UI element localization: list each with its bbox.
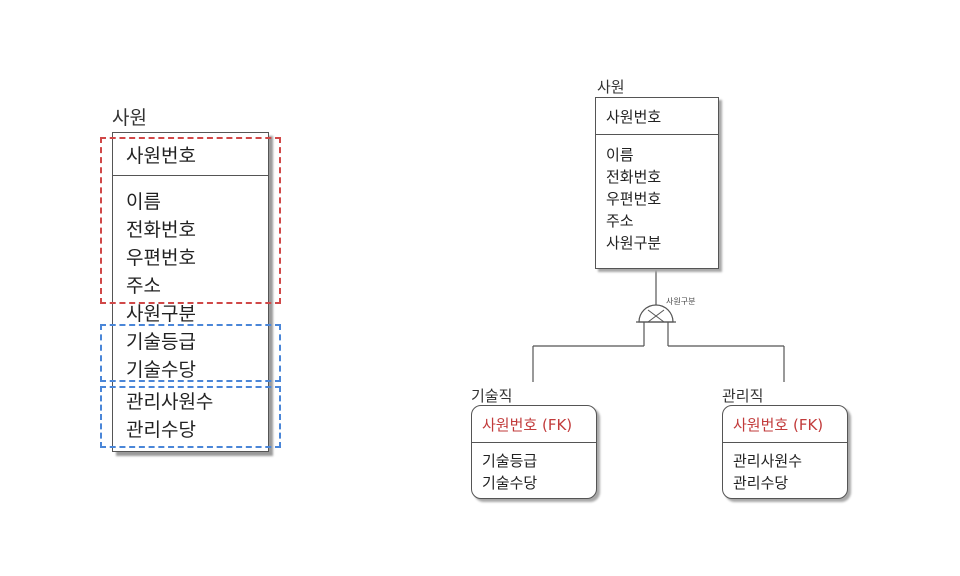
common-attributes-group <box>100 137 281 304</box>
subtype-tech-divider <box>472 442 596 443</box>
left-attr: 관리수당 <box>126 419 196 441</box>
left-entity-pk: 사원번호 <box>126 145 196 167</box>
subtype-manager-attr: 관리사원수 <box>733 452 803 470</box>
subtype-tech-fk: 사원번호 (FK) <box>482 416 573 434</box>
left-attr: 기술수당 <box>126 359 196 381</box>
left-attr: 기술등급 <box>126 331 196 353</box>
left-attr: 관리사원수 <box>126 391 214 413</box>
subtype-manager-attr: 관리수당 <box>733 474 789 492</box>
left-attr: 전화번호 <box>126 219 196 241</box>
subtype-tech-box: 사원번호 (FK) 기술등급 기술수당 <box>471 405 597 499</box>
left-entity-box: 사원번호 이름 전화번호 우편번호 주소 사원구분 기술등급 기술수당 관리사원… <box>112 132 269 452</box>
left-attr: 이름 <box>126 191 161 213</box>
supertype-pk: 사원번호 <box>606 108 662 126</box>
discriminator-label: 사원구분 <box>666 297 696 306</box>
supertype-attr: 이름 <box>606 146 634 164</box>
supertype-attr: 사원구분 <box>606 234 662 252</box>
manager-attributes-group <box>100 386 281 448</box>
left-attr: 주소 <box>126 275 161 297</box>
left-entity-title: 사원 <box>112 107 147 129</box>
subtype-tech-attr: 기술수당 <box>482 474 538 492</box>
subtype-manager-box: 사원번호 (FK) 관리사원수 관리수당 <box>722 405 848 499</box>
left-attr: 우편번호 <box>126 247 196 269</box>
supertype-attr: 주소 <box>606 212 634 230</box>
supertype-attr: 우편번호 <box>606 190 662 208</box>
supertype-attr: 전화번호 <box>606 168 662 186</box>
supertype-box: 사원번호 이름 전화번호 우편번호 주소 사원구분 <box>595 97 719 269</box>
subtype-manager-divider <box>723 442 847 443</box>
subtype-tech-attr: 기술등급 <box>482 452 538 470</box>
subtype-tech-title: 기술직 <box>471 387 513 405</box>
left-attr: 사원구분 <box>126 303 196 325</box>
supertype-title: 사원 <box>597 78 625 96</box>
left-entity-divider <box>113 175 268 176</box>
supertype-divider <box>596 134 718 135</box>
subtype-manager-fk: 사원번호 (FK) <box>733 416 824 434</box>
tech-attributes-group <box>100 324 281 382</box>
subtype-manager-title: 관리직 <box>722 387 764 405</box>
